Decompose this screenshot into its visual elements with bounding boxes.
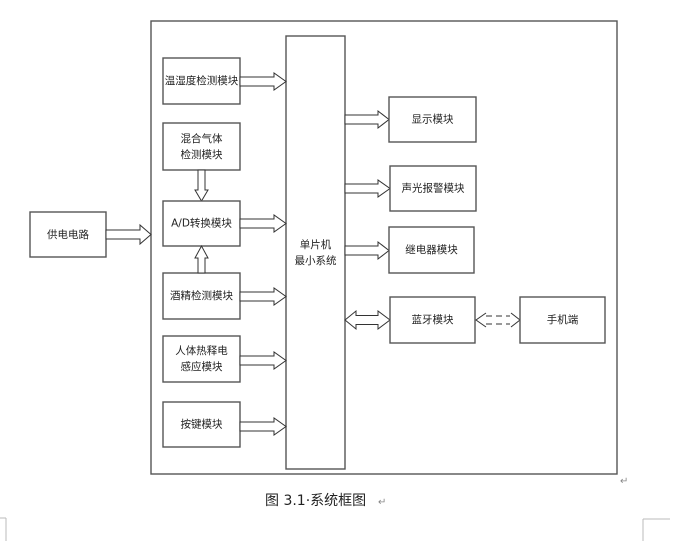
input-alcohol: 酒精检测模块 — [162, 244, 287, 320]
pir-arrow — [239, 351, 287, 370]
alarm-box — [389, 165, 477, 212]
pir-label-line1: 人体热释电 — [175, 344, 228, 357]
ad-converter-arrow — [239, 214, 287, 233]
ad-converter-label: A/D转换模块 — [171, 217, 232, 230]
mixed-gas-label-line2: 检测模块 — [181, 148, 223, 161]
keys-label: 按键模块 — [181, 418, 223, 431]
relay-label: 继电器模块 — [405, 243, 458, 256]
display-arrow — [344, 109, 390, 130]
phone-box — [519, 296, 606, 344]
figure-caption: 图 3.1·系统框图 — [265, 493, 366, 509]
mcu-label-line1: 单片机 — [300, 238, 332, 251]
paragraph-mark: ↵ — [620, 476, 628, 487]
display-label: 显示模块 — [412, 114, 454, 126]
alcohol-arrow — [239, 287, 287, 306]
caption-return-mark: ↵ — [378, 497, 386, 508]
system-boundary-frame — [150, 20, 618, 475]
power-supply-label: 供电电路 — [47, 228, 89, 241]
relay-arrow — [344, 240, 390, 261]
mixed-gas-to-ad-arrow — [194, 169, 209, 202]
input-ad-converter: A/D转换模块 — [162, 200, 287, 247]
wireless-link-left-head — [475, 312, 487, 328]
alcohol-label: 酒精检测模块 — [170, 289, 233, 302]
pir-box — [162, 335, 241, 383]
display-box — [388, 96, 477, 143]
output-bluetooth: 蓝牙模块 — [344, 296, 476, 344]
alarm-arrow — [344, 179, 391, 198]
mcu-label-line2: 最小系统 — [295, 254, 337, 267]
temp-humidity-arrow — [239, 72, 287, 91]
input-keys: 按键模块 — [162, 401, 287, 448]
output-display: 显示模块 — [344, 96, 477, 143]
output-relay: 继电器模块 — [344, 226, 475, 274]
page-margin-corner-right — [642, 518, 670, 541]
wireless-link-right-head — [510, 312, 521, 328]
phone-label: 手机端 — [547, 313, 579, 326]
power-supply-box — [29, 211, 107, 258]
wireless-link — [475, 312, 521, 328]
keys-box — [162, 401, 241, 448]
power-arrow — [105, 223, 152, 246]
mixed-gas-label-line1: 混合气体 — [181, 132, 223, 145]
bluetooth-label: 蓝牙模块 — [412, 314, 454, 326]
input-pir: 人体热释电 感应模块 — [162, 335, 287, 383]
page-margin-corner-left — [0, 517, 7, 541]
alarm-label: 声光报警模块 — [402, 182, 465, 195]
keys-arrow — [239, 417, 287, 436]
alcohol-to-ad-arrow — [194, 244, 209, 274]
pir-label-line2: 感应模块 — [181, 360, 223, 373]
input-mixed-gas: 混合气体 检测模块 — [162, 122, 241, 202]
bluetooth-box — [389, 296, 476, 344]
relay-box — [388, 226, 475, 274]
bluetooth-bidirectional-arrow — [344, 309, 391, 331]
temp-humidity-label: 温湿度检测模块 — [165, 74, 239, 87]
phone: 手机端 — [519, 296, 606, 344]
output-alarm: 声光报警模块 — [344, 165, 477, 212]
mixed-gas-box — [162, 122, 241, 171]
mcu-box — [285, 35, 346, 470]
input-temp-humidity: 温湿度检测模块 — [162, 57, 287, 105]
temp-humidity-box — [162, 57, 241, 105]
